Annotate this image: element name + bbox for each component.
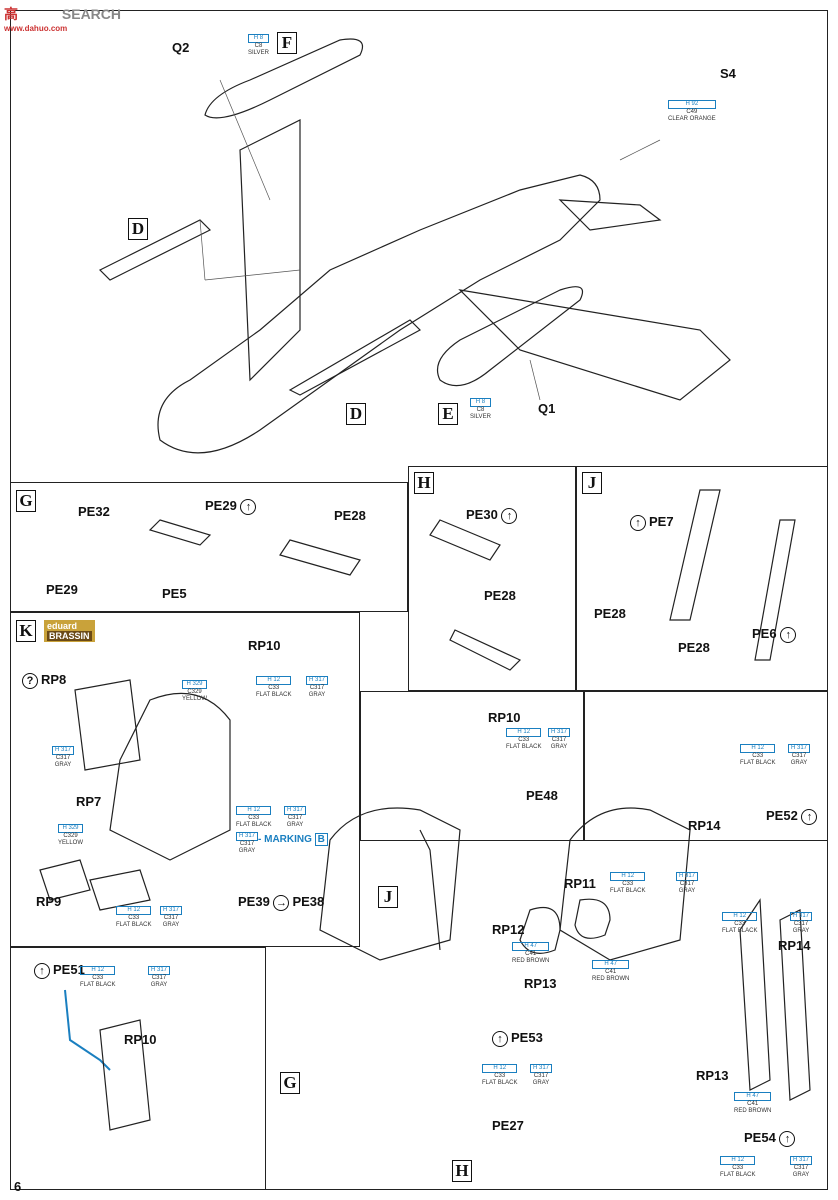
brassin-badge: eduard BRASSIN [44,620,95,642]
section-d-bottom-label: D [346,403,366,425]
part-rp13b: RP13 [696,1068,729,1083]
brassin-top: eduard [47,621,78,631]
part-pe29a: PE29 [46,582,78,597]
arrow-right-icon: → [273,894,290,911]
part-pe5: PE5 [162,586,187,601]
question-icon: ? [22,672,38,689]
section-k-label: K [16,620,36,642]
section-f-label: F [277,32,297,54]
part-pe39-pe38: PE39 →PE38 [238,894,325,911]
arrow-icon: ↑ [240,498,257,515]
section-e-label: E [438,403,458,425]
part-rp10a: RP10 [248,638,281,653]
part-pe28b: PE28 [484,588,516,603]
arrow-icon: ↑ [34,962,50,979]
part-rp7: RP7 [76,794,102,809]
section-g-frame [10,482,408,612]
arrow-icon: ↑ [630,514,646,531]
section-j-small-label: J [378,886,398,908]
section-d-top-label: D [128,218,148,240]
part-pe30: PE30 ↑ [466,507,520,524]
section-g-label: G [16,490,36,512]
page-number: 6 [14,1179,22,1194]
part-rp10c: RP10 [124,1032,157,1047]
part-rp10b: RP10 [488,710,521,725]
part-pe53: ↑PE53 [492,1030,543,1047]
part-pe28a: PE28 [334,508,366,523]
part-s4: S4 [720,66,736,81]
part-rp8: ?RP8 [22,672,66,689]
part-rp11: RP11 [564,876,596,891]
section-k-frame [10,612,360,947]
detail-rp10-frame [360,691,584,841]
section-j-label: J [582,472,602,494]
detail-rp14-frame [584,691,828,841]
marking-label: - MARKING B [258,833,328,846]
part-pe29b: PE29 ↑ [205,498,259,515]
part-pe54: PE54 ↑ [744,1130,798,1147]
part-rp13a: RP13 [524,976,557,991]
part-pe27: PE27 [492,1118,524,1133]
section-pe51-frame [10,947,266,1190]
section-g-small-label: G [280,1072,300,1094]
watermark-title: 高 SEARCH [4,6,122,22]
part-pe28c: PE28 [594,606,626,621]
part-pe28d: PE28 [678,640,710,655]
part-pe6: PE6 ↑ [752,626,799,643]
section-h-small-label: H [452,1160,472,1182]
brassin-bottom: BRASSIN [47,631,92,641]
part-rp14a: RP14 [688,818,721,833]
section-h-label: H [414,472,434,494]
part-pe52: PE52 ↑ [766,808,820,825]
part-rp12: RP12 [492,922,525,937]
watermark-url: www.dahuo.com [4,24,68,33]
part-rp9: RP9 [36,894,62,909]
part-pe7: ↑PE7 [630,514,674,531]
section-j-frame [576,466,828,691]
arrow-icon: ↑ [801,808,818,825]
arrow-icon: ↑ [780,626,797,643]
part-pe32: PE32 [78,504,110,519]
part-pe51: ↑PE51 [34,962,85,979]
part-pe48: PE48 [526,788,558,803]
section-h-frame [408,466,576,691]
arrow-icon: ↑ [779,1130,796,1147]
arrow-icon: ↑ [492,1030,508,1047]
part-rp14b: RP14 [778,938,811,953]
part-q2: Q2 [172,40,190,55]
arrow-icon: ↑ [501,507,518,524]
part-q1: Q1 [538,401,556,416]
